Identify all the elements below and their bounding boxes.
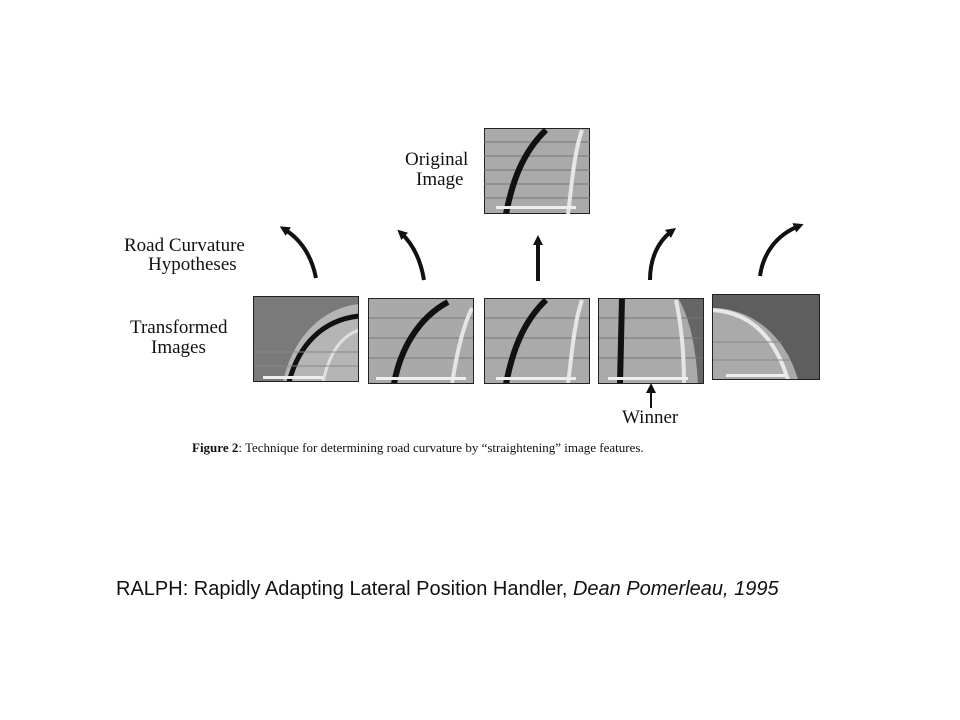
transformed-image-2 <box>368 298 474 384</box>
original-image-label-line2: Image <box>416 169 464 190</box>
figure-caption: Figure 2: Technique for determining road… <box>192 440 644 456</box>
arrow-strong-left <box>279 226 318 279</box>
transformed-image-3 <box>484 298 590 384</box>
arrow-strong-right <box>758 223 804 277</box>
original-image-label-line1: Original <box>405 149 469 170</box>
source-credit: RALPH: Rapidly Adapting Lateral Position… <box>116 578 779 601</box>
original-road-image <box>484 128 590 214</box>
transformed-image-5 <box>712 294 820 380</box>
winner-label: Winner <box>622 407 679 428</box>
hypotheses-label-line1: Road Curvature <box>124 235 245 256</box>
arrow-right <box>648 228 677 281</box>
transformed-images-label: Transformed Images <box>130 318 227 357</box>
transformed-images-label-line2: Images <box>151 337 206 358</box>
source-credit-title: RALPH: Rapidly Adapting Lateral Position… <box>116 578 573 600</box>
transformed-image-1 <box>253 296 359 382</box>
hypotheses-label: Road Curvature Hypotheses <box>124 236 245 274</box>
original-image-label: Original Image <box>405 150 468 189</box>
hypotheses-label-line2: Hypotheses <box>148 254 237 275</box>
hypothesis-arrows <box>279 223 804 408</box>
figure-caption-text: : Technique for determining road curvatu… <box>238 440 644 455</box>
transformed-image-4-winner <box>598 298 704 384</box>
figure-caption-prefix: Figure 2 <box>192 440 239 455</box>
transformed-images-label-line1: Transformed <box>130 317 228 338</box>
source-credit-author: Dean Pomerleau, 1995 <box>572 578 779 600</box>
figure: Original Image Road Curvature Hypotheses… <box>124 128 820 456</box>
arrow-left <box>397 229 426 281</box>
